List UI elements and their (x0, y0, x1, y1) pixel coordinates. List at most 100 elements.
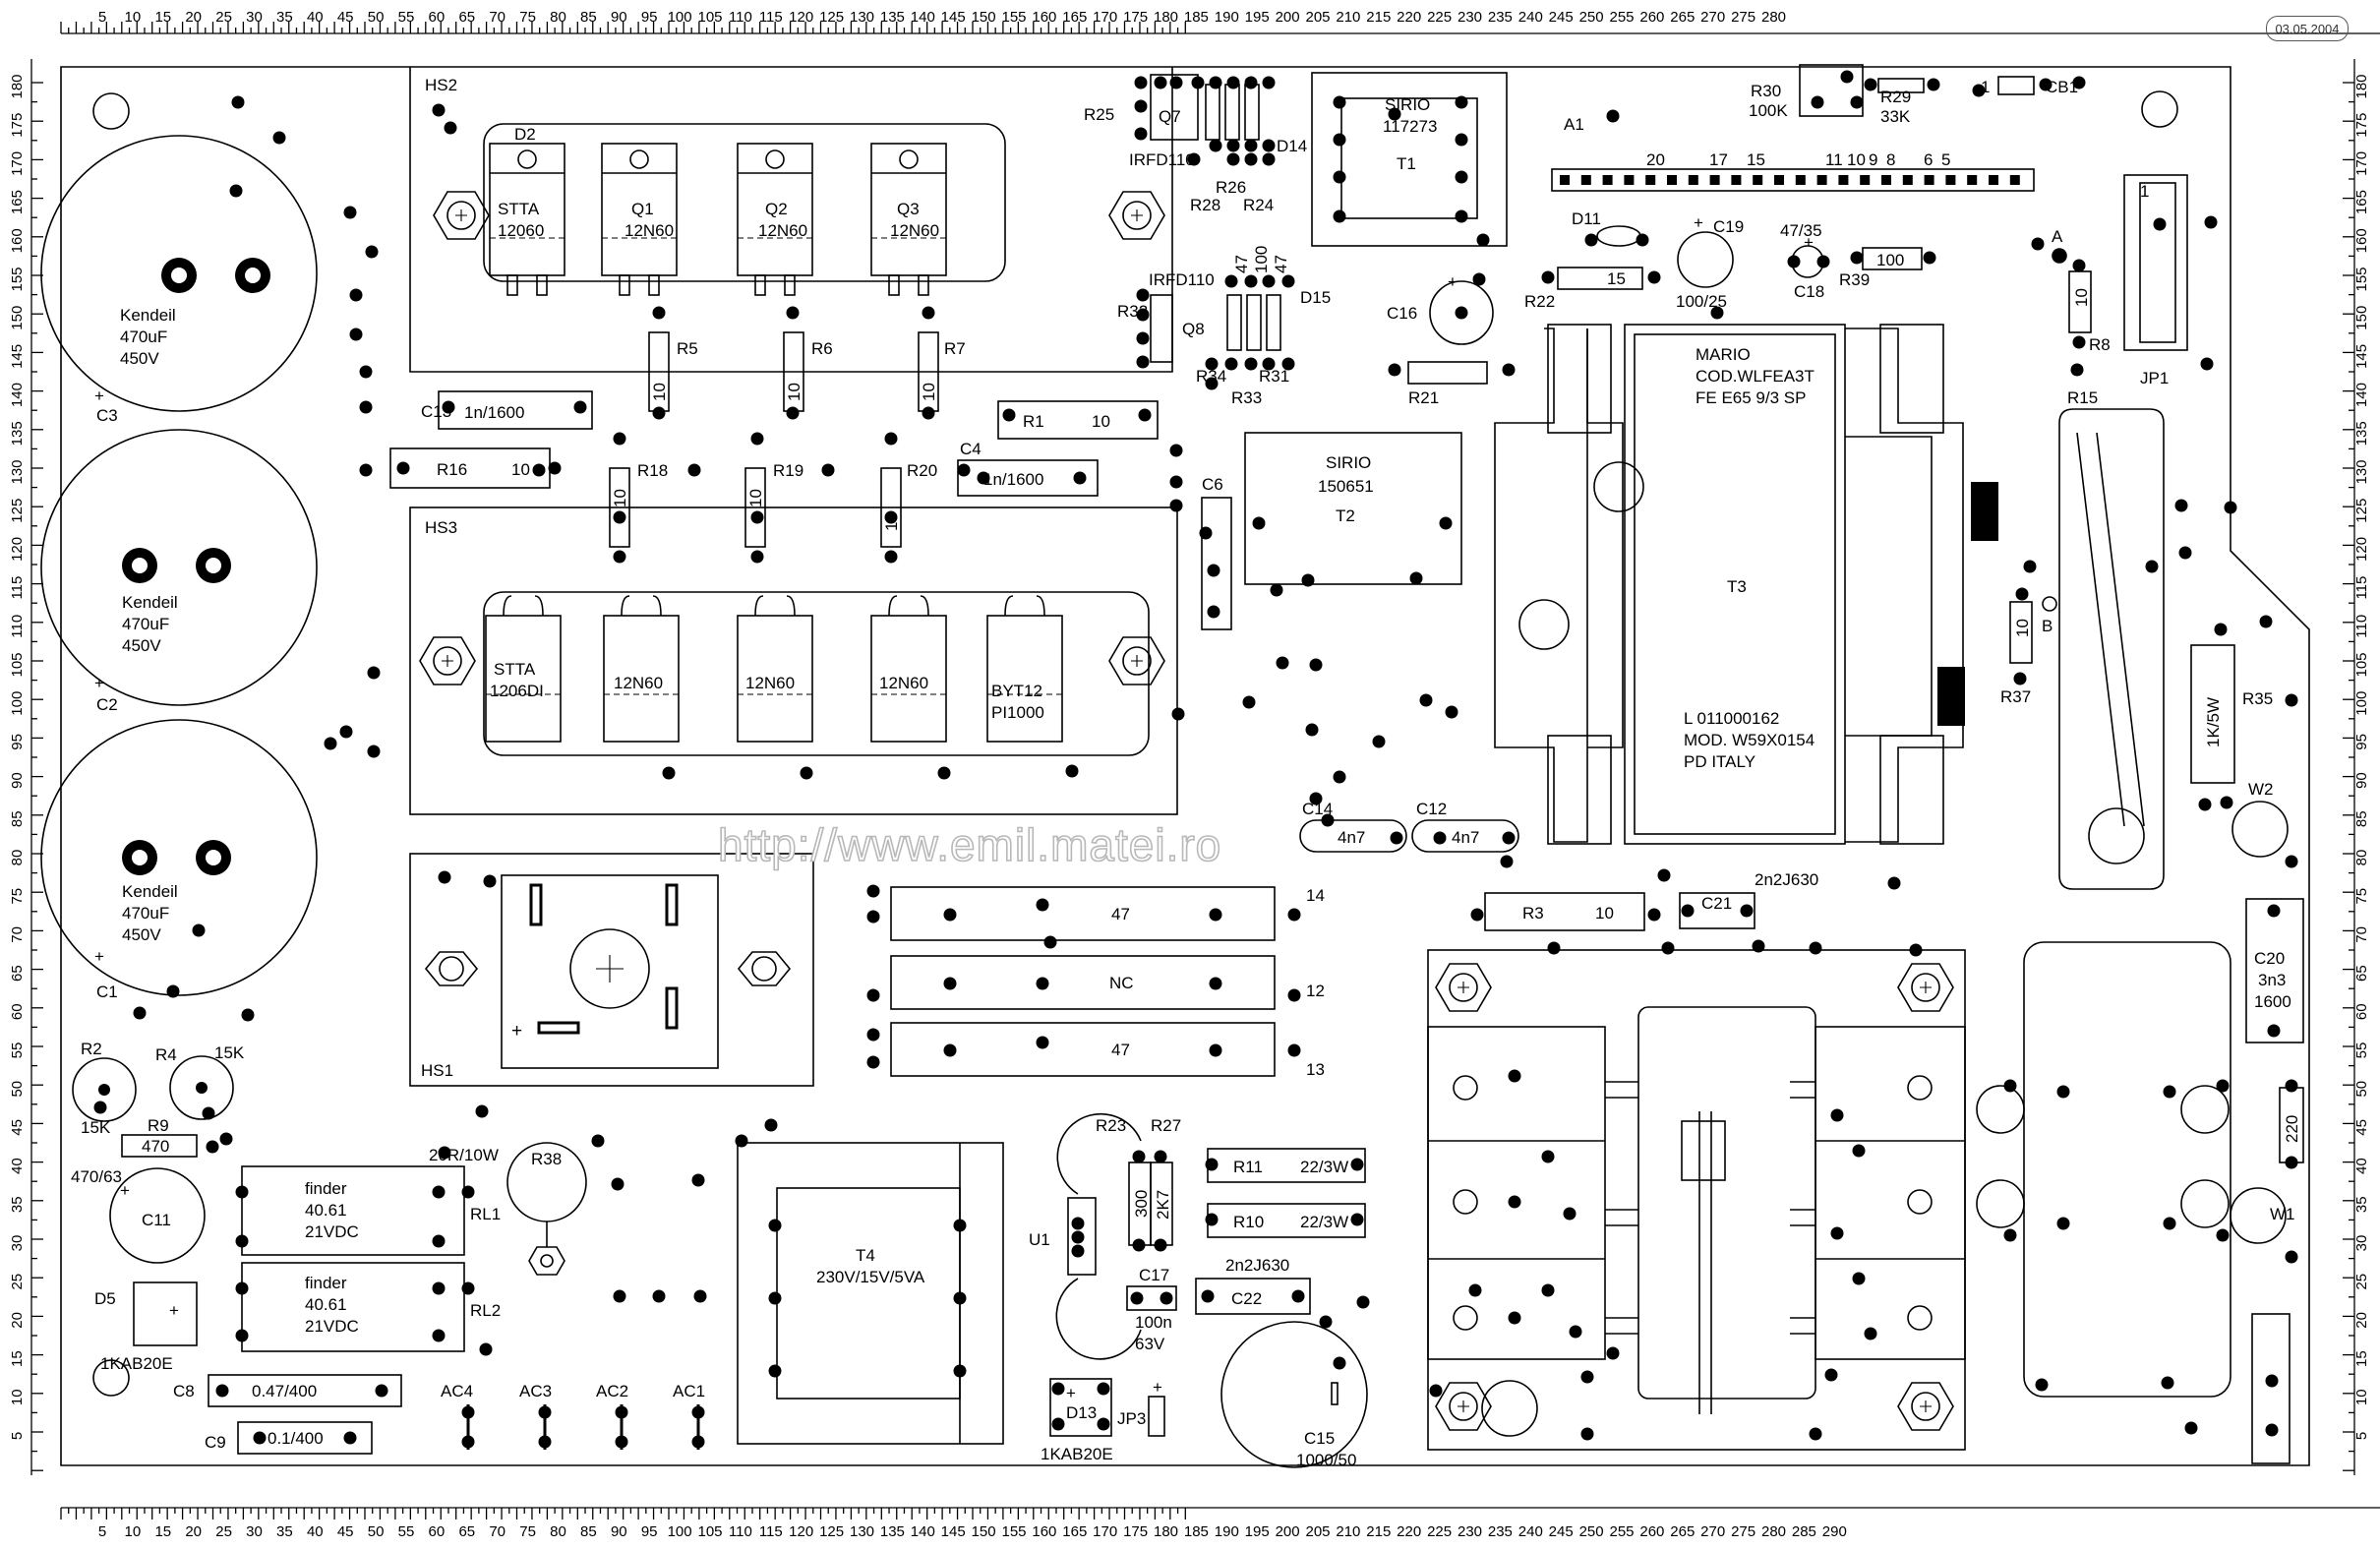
t1-label: T1 (1397, 154, 1416, 173)
ruler-bottom-label: 240 (1518, 1523, 1543, 1540)
r22-value: 15 (1607, 269, 1626, 288)
r27-value: 2K7 (1154, 1190, 1172, 1220)
q-bottom-3: 12N60 (879, 674, 928, 692)
ruler-left-label: 15 (9, 1350, 26, 1367)
ruler-bottom-label: 285 (1792, 1523, 1816, 1540)
c1-value: 470uF (122, 904, 169, 923)
ruler-right-label: 120 (2353, 537, 2370, 562)
resistor-r16: R16 10 (389, 447, 551, 489)
ruler-top-label: 230 (1458, 9, 1482, 26)
ruler-bottom-label: 75 (519, 1523, 536, 1540)
c20-value-1: 3n3 (2258, 971, 2286, 989)
ruler-left-label: 110 (9, 615, 26, 638)
ruler-left-label: 90 (9, 772, 26, 789)
ruler-right-label: 45 (2353, 1119, 2370, 1136)
to220-package (986, 595, 1063, 743)
to220-package (601, 143, 678, 296)
jumper-cb1: 1 CB1 (1981, 76, 2078, 96)
bottom-right-terminal (2251, 1313, 2291, 1464)
ruler-bottom-label: 290 (1822, 1523, 1847, 1540)
r24-label: R24 (1243, 196, 1274, 214)
ruler-bottom-label: 45 (337, 1523, 354, 1540)
r38-label: R38 (531, 1150, 562, 1168)
capacitor-c19: + C19 100/25 (1676, 213, 1744, 311)
q3-label: Q3 (897, 200, 920, 218)
ruler-bottom-label: 225 (1427, 1523, 1452, 1540)
ruler-top-label: 50 (368, 9, 385, 26)
c12-value: 4n7 (1452, 828, 1479, 847)
ruler-bottom-label: 135 (880, 1523, 905, 1540)
connector-jp1: 1 JP1 (2123, 174, 2188, 387)
ruler-right-label: 125 (2353, 499, 2370, 523)
c3-label: C3 (96, 406, 118, 425)
row12-value: NC (1109, 974, 1134, 992)
q8-group: IRFD110 R32 Q8 47 100 47 D15 R34 R31 R33 (1117, 246, 1331, 407)
hs1-label: HS1 (421, 1061, 453, 1080)
ruler-bottom-label: 125 (819, 1523, 844, 1540)
ruler-bottom-label: 275 (1731, 1523, 1755, 1540)
r23-value: 300 (1132, 1190, 1151, 1218)
resistor-r8: A 10 R8 (2052, 227, 2111, 354)
c14-label: C14 (1302, 800, 1333, 818)
capacitor-c13: C13 1n/1600 (421, 390, 593, 430)
q1-label: Q1 (631, 200, 654, 218)
ruler-left-label: 5 (9, 1432, 26, 1440)
ruler-top-label: 170 (1093, 9, 1117, 26)
resistor-r3: R3 10 (1484, 892, 1645, 931)
transformer-t3: MARIO COD.WLFEA3T FE E65 9/3 SP T3 L 011… (1494, 324, 1998, 845)
pads (93, 70, 2298, 1449)
w1-label: W1 (2270, 1205, 2295, 1223)
r10-label: R10 (1233, 1213, 1264, 1231)
r8-label: R8 (2089, 335, 2111, 354)
ruler-left-label: 10 (9, 1389, 26, 1405)
ruler-bottom-label: 160 (1032, 1523, 1056, 1540)
ruler-bottom-label: 105 (697, 1523, 722, 1540)
ruler-right-label: 85 (2353, 810, 2370, 827)
ruler-bottom-label: 10 (125, 1523, 142, 1540)
ruler-bottom-label: 155 (1001, 1523, 1026, 1540)
ruler-bottom-label: 40 (307, 1523, 324, 1540)
t2-value: 150651 (1318, 477, 1374, 496)
ruler-left-label: 85 (9, 810, 26, 827)
ruler-bottom-label: 205 (1305, 1523, 1330, 1540)
heatsink-hs3: HS3 STTA 1206DI 12N60 12N60 12N60 BYT12 … (409, 506, 1178, 815)
ruler-right-label: 130 (2353, 459, 2370, 484)
c12-label: C12 (1416, 800, 1447, 818)
r39-label: R39 (1839, 270, 1870, 289)
ruler-right-label: 180 (2353, 74, 2370, 98)
point-b: B (2042, 617, 2053, 635)
resistors-r23-r27: R23 R27 300 2K7 (1096, 1116, 1181, 1246)
ruler-top-label: 265 (1670, 9, 1695, 26)
resistor-r10: R10 22/3W (1207, 1203, 1366, 1238)
ruler-right-label: 175 (2353, 113, 2370, 138)
ac4-label: AC4 (441, 1382, 473, 1400)
date-stamp: 03.05.2004 (2266, 16, 2349, 41)
ruler-bottom-label: 170 (1093, 1523, 1117, 1540)
r20-label: R20 (907, 461, 937, 480)
c17-voltage: 63V (1135, 1335, 1165, 1353)
to220-package (489, 143, 565, 296)
c20-value-2: 1600 (2254, 992, 2291, 1011)
r34-label: R34 (1196, 367, 1226, 386)
ruler-top-label: 130 (850, 9, 874, 26)
ruler-left-label: 20 (9, 1312, 26, 1329)
resistor-r22: 15 R22 (1524, 267, 1643, 311)
ac2-label: AC2 (596, 1382, 628, 1400)
c2-value: 470uF (122, 615, 169, 633)
r31-label: R31 (1259, 367, 1289, 386)
resistor-r35: 1K/5W R35 (2190, 644, 2273, 784)
rl1-brand: finder (305, 1179, 347, 1198)
ruler-bottom-label: 70 (489, 1523, 506, 1540)
ruler-top-label: 140 (911, 9, 935, 26)
ruler-bottom-label: 230 (1458, 1523, 1482, 1540)
c19-plus: + (1694, 213, 1703, 232)
r39-value: 100 (1876, 251, 1904, 269)
c2-brand: Kendeil (122, 593, 178, 612)
ruler-left-label: 140 (9, 383, 26, 407)
c21-value: 2n2J630 (1755, 870, 1818, 889)
relay-rl2: finder 40.61 21VDC RL2 (241, 1262, 501, 1352)
ruler-right-label: 140 (2353, 383, 2370, 407)
to220-bottom-row (485, 595, 1063, 743)
ruler-left-label: 120 (9, 537, 26, 562)
point-a: A (2052, 227, 2063, 246)
